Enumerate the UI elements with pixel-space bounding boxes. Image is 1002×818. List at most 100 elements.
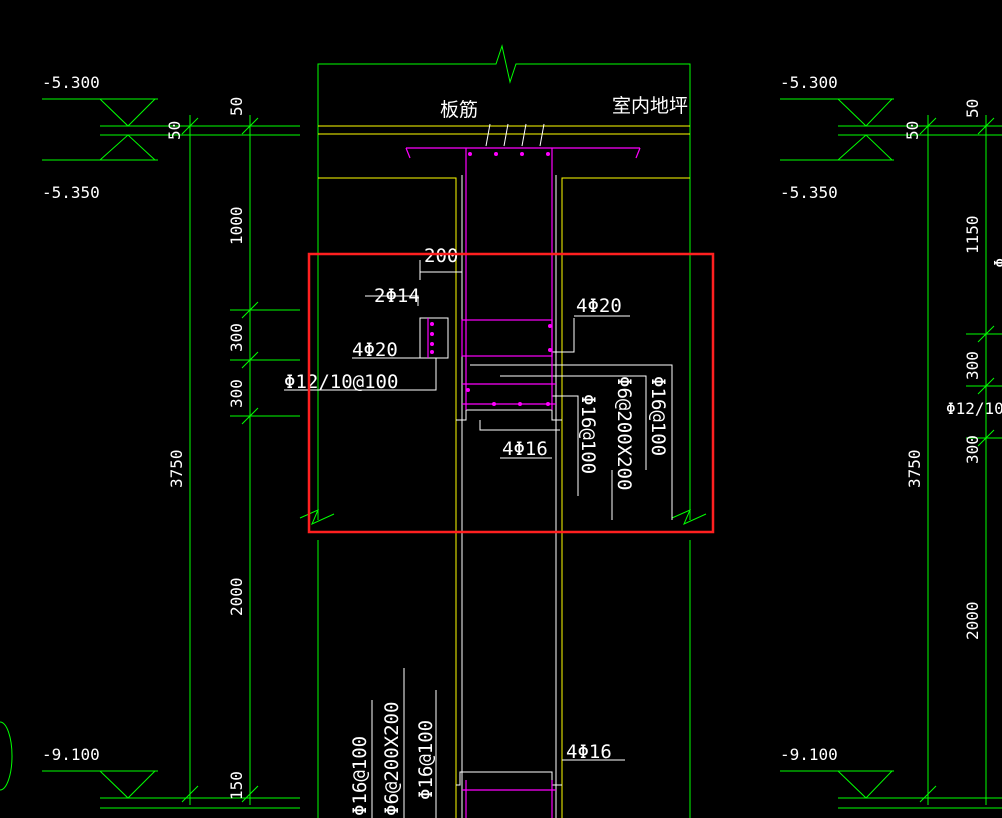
slab-hooks <box>485 123 545 147</box>
rebar-dot <box>430 332 434 336</box>
bracket-4phi20-right <box>552 318 575 353</box>
label-phi16-at100-b: Φ16@100 <box>647 376 669 456</box>
dim-text-3750: 3750 <box>167 449 186 488</box>
dim-text-50b: 50 <box>165 121 184 140</box>
slab-rebar-hook <box>635 147 641 159</box>
rebar-dot <box>492 402 496 406</box>
dim-text-1150: 1150 <box>963 215 982 254</box>
bottom-beam-bracket <box>456 771 562 786</box>
beam-bottom-bracket <box>456 409 562 421</box>
slab-rebar-hook <box>405 147 411 159</box>
level-marker-top <box>837 98 893 127</box>
hook-mark <box>485 123 491 147</box>
rebar-dot <box>548 324 552 328</box>
section-labels: 板筋 室内地坪 200 2Φ14 4Φ20 4Φ20 Φ12/10@100 4Φ… <box>284 95 688 816</box>
grid-bubble-partial <box>0 721 13 791</box>
detail-lines <box>284 175 673 818</box>
dim-text-2000: 2000 <box>227 577 246 616</box>
dim-tick <box>181 785 199 803</box>
rebar-dot <box>494 152 498 156</box>
bracket-4phi20-left <box>352 317 449 359</box>
beam-stirrup <box>461 319 553 357</box>
leader-4phi16 <box>479 420 560 431</box>
dim-tick <box>919 785 937 803</box>
rebar-dot <box>548 348 552 352</box>
leader-phi6 <box>500 375 647 470</box>
label-4phi16: 4Φ16 <box>502 438 548 460</box>
elevation-label-bottom: -9.100 <box>42 745 100 764</box>
label-indoor-floor: 室内地坪 <box>612 95 688 117</box>
level-marker-bottom <box>837 770 893 799</box>
concrete-outline <box>318 125 690 818</box>
level-marker-top <box>99 98 156 127</box>
rebar-dot <box>430 350 434 354</box>
break-symbol-left <box>299 509 335 525</box>
dim-tick <box>181 117 199 135</box>
dim-text-50a: 50 <box>963 99 982 118</box>
label-bottom-4phi16: 4Φ16 <box>566 741 612 763</box>
dim-text-2000: 2000 <box>963 601 982 640</box>
rebar-dot <box>430 342 434 346</box>
section-outline <box>299 44 707 818</box>
wall-outline-right <box>561 177 690 818</box>
rebar-dot <box>430 322 434 326</box>
elevation-label-top: -5.300 <box>42 73 100 92</box>
label-partial-phi: Φ <box>990 258 1002 268</box>
level-marker-mid <box>99 134 156 161</box>
label-stirrup: Φ12/10@100 <box>284 371 398 393</box>
dim-text-3750: 3750 <box>905 449 924 488</box>
rebar-dot <box>520 152 524 156</box>
dim-tick <box>977 117 995 135</box>
hook-mark <box>539 123 545 147</box>
label-bottom-phi16-a: Φ16@100 <box>349 736 371 816</box>
label-bottom-phi16-b: Φ16@100 <box>415 720 437 800</box>
rebar-dot <box>546 152 550 156</box>
level-marker-mid <box>837 134 893 161</box>
dim-text-1000: 1000 <box>227 206 246 245</box>
label-phi16-at100-a: Φ16@100 <box>577 394 599 474</box>
right-elevation-labels: -5.300 -5.350 -9.100 50 50 1150 300 300 … <box>780 73 1002 764</box>
leader-phi16a <box>552 395 579 496</box>
hook-mark <box>521 123 527 147</box>
highlight-selection-box[interactable] <box>307 252 715 534</box>
wall-outline-left <box>318 177 457 818</box>
label-bottom-phi6: Φ6@200X200 <box>381 702 403 816</box>
dim-text-150: 150 <box>227 771 246 800</box>
rebar-dot <box>466 388 470 392</box>
hook-mark <box>503 123 509 147</box>
level-marker-bottom <box>99 770 156 799</box>
label-partial-phi12: Φ12/10 <box>946 399 1002 418</box>
dim-text-300a: 300 <box>963 351 982 380</box>
dim-tick <box>241 117 259 135</box>
label-slab-rebar: 板筋 <box>440 99 478 121</box>
leader-2phi14 <box>365 295 419 306</box>
dim-text-300a: 300 <box>227 323 246 352</box>
break-symbol-right <box>671 509 707 525</box>
label-4phi20-left: 4Φ20 <box>352 339 398 361</box>
left-elevation-labels: -5.300 -5.350 -9.100 50 50 1000 300 300 … <box>42 73 246 800</box>
rebar-dot <box>518 402 522 406</box>
dim-tick <box>241 785 259 803</box>
elevation-label-mid: -5.350 <box>780 183 838 202</box>
rebar-dot <box>468 152 472 156</box>
dim-tick <box>919 117 937 135</box>
leader-stirrup <box>284 358 437 391</box>
dim-text-300b: 300 <box>227 379 246 408</box>
elevation-label-top: -5.300 <box>780 73 838 92</box>
dim-text-50a: 50 <box>227 97 246 116</box>
label-dim-200: 200 <box>424 245 458 267</box>
label-4phi20-right: 4Φ20 <box>576 295 622 317</box>
label-2phi14: 2Φ14 <box>374 285 420 307</box>
elevation-label-mid: -5.350 <box>42 183 100 202</box>
dim-text-300b: 300 <box>963 435 982 464</box>
left-elevation-group <box>42 98 300 809</box>
label-phi6-at200: Φ6@200X200 <box>613 376 635 490</box>
rebar-dots <box>430 152 552 406</box>
dim-text-50b: 50 <box>903 121 922 140</box>
elevation-label-bottom: -9.100 <box>780 745 838 764</box>
section-border-top <box>317 44 691 520</box>
leader-phi16b <box>470 364 673 470</box>
rebar-magenta <box>405 147 641 818</box>
